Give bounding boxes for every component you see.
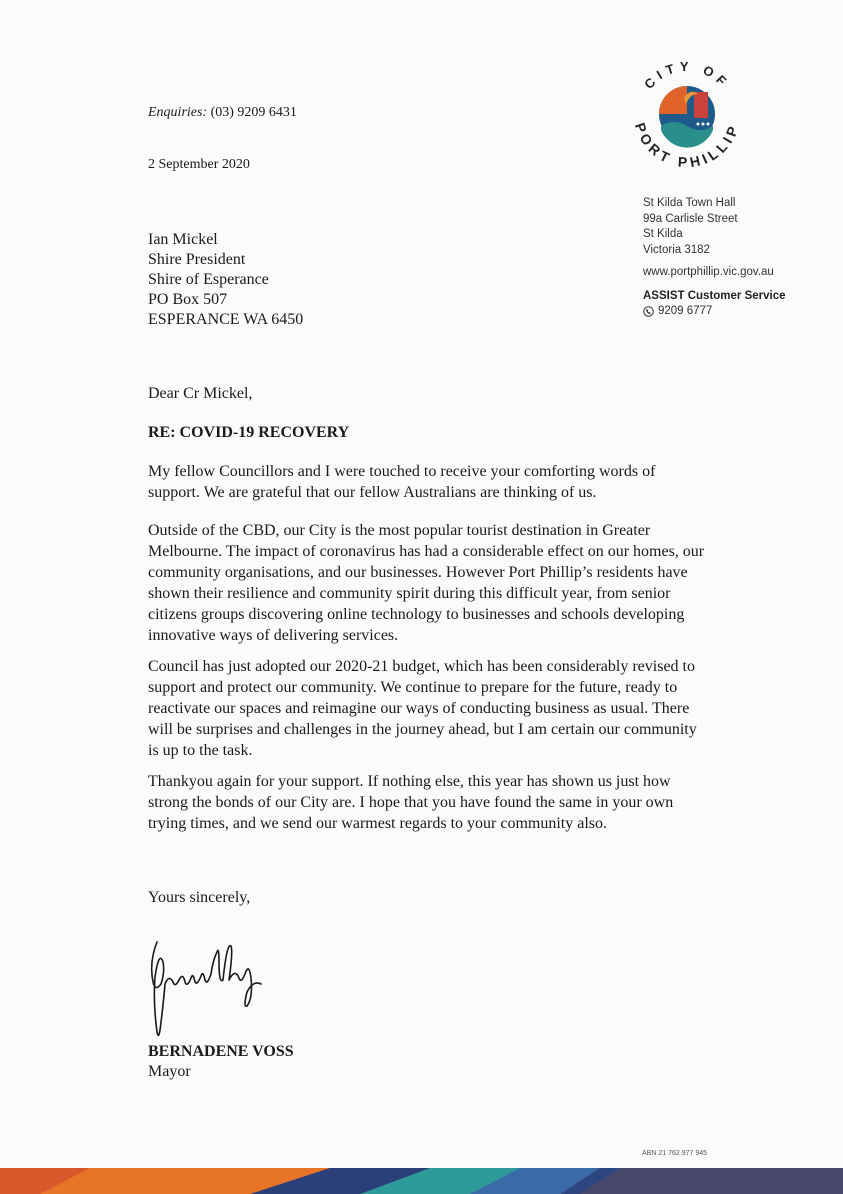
logo-emblem-palm	[684, 91, 698, 104]
sender-website: www.portphillip.vic.gov.au	[643, 266, 774, 278]
body-paragraph: My fellow Councillors and I were touched…	[148, 463, 656, 501]
service-phone-line: 9209 6777	[643, 305, 712, 317]
signature-image	[150, 941, 262, 1037]
recipient-line: Shire President	[148, 251, 246, 268]
recipient-line: ESPERANCE WA 6450	[148, 311, 304, 328]
body-paragraph: Council has just adopted our 2020-21 bud…	[148, 658, 697, 759]
subject-line: RE: COVID-19 RECOVERY	[148, 424, 350, 441]
body-paragraph: Outside of the CBD, our City is the most…	[148, 522, 705, 644]
logo-emblem-wave	[661, 122, 713, 148]
enquiries-line: Enquiries: (03) 9209 6431	[148, 105, 297, 121]
signer-name: BERNADENE VOSS	[148, 1043, 294, 1060]
enquiries-label: Enquiries:	[148, 105, 208, 120]
signer-title: Mayor	[148, 1063, 191, 1080]
service-label: ASSIST Customer Service	[643, 290, 786, 302]
sender-address-line: 99a Carlisle Street	[643, 212, 738, 225]
letter-date: 2 September 2020	[148, 157, 250, 172]
phone-icon	[643, 305, 654, 317]
logo-emblem-dot	[706, 122, 710, 126]
footer-color-band	[0, 1168, 843, 1194]
recipient-address: Ian Mickel Shire President Shire of Espe…	[148, 230, 303, 330]
abn-number: ABN 21 762 977 945	[642, 1150, 707, 1157]
body-paragraph: Thankyou again for your support. If noth…	[148, 773, 674, 832]
service-phone: 9209 6777	[658, 305, 713, 317]
sender-address-line: Victoria 3182	[643, 243, 710, 256]
sender-address-line: St Kilda	[643, 228, 683, 240]
closing: Yours sincerely,	[148, 889, 251, 906]
recipient-line: PO Box 507	[148, 291, 228, 308]
city-of-port-phillip-logo: CITY OF PORT PHILLIP	[632, 59, 738, 170]
enquiries-phone: (03) 9209 6431	[210, 105, 297, 120]
recipient-line: Shire of Esperance	[148, 271, 269, 288]
logo-emblem-sun	[659, 86, 687, 114]
logo-emblem-dot	[701, 122, 705, 126]
salutation: Dear Cr Mickel,	[148, 385, 253, 402]
logo-emblem-dot	[696, 122, 700, 126]
logo-emblem-building	[694, 92, 708, 118]
recipient-line: Ian Mickel	[148, 231, 218, 248]
sender-address: St Kilda Town Hall 99a Carlisle Street S…	[643, 196, 738, 258]
sender-address-line: St Kilda Town Hall	[643, 197, 736, 209]
